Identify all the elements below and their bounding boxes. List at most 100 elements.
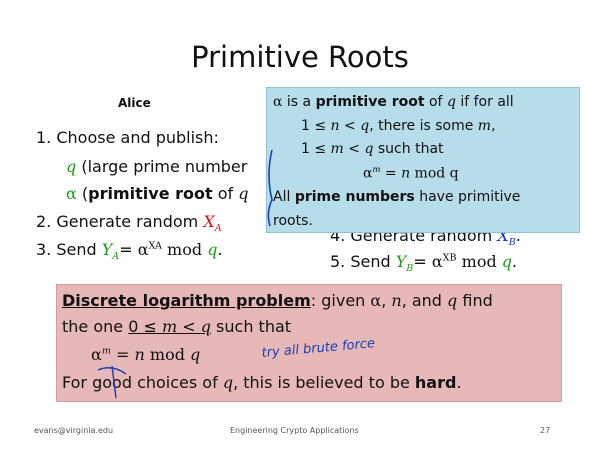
alpha: α (137, 240, 149, 259)
text: : given (310, 291, 371, 310)
text: is a (282, 94, 316, 110)
alpha: α (370, 291, 382, 310)
step-5-text: 5. Send (330, 252, 396, 271)
text: , this is believed to be (233, 373, 415, 392)
callout-equation: αm = n mod q (363, 164, 459, 182)
dlog-line-2: the one 0 ≤ m < q such that (62, 317, 291, 336)
alpha: α (431, 252, 443, 271)
mod: mod (144, 345, 191, 364)
text: < (177, 317, 201, 336)
callout-line-3: 1 ≤ m < q such that (301, 141, 444, 157)
step-2-text: 2. Generate random (36, 212, 204, 231)
step-3: 3. Send YA= αXA mod q. (36, 240, 223, 262)
var-n: n (134, 345, 145, 364)
mod: mod (456, 252, 502, 271)
callout-line-5: All prime numbers have primitive (273, 189, 520, 205)
var-ya: YA (101, 240, 120, 263)
equals: = (110, 345, 135, 364)
callout-line-1: α is a primitive root of q if for all (273, 94, 514, 110)
var-m: m (330, 141, 344, 157)
sub-b: B (508, 237, 516, 249)
var-q: q (238, 184, 249, 203)
discrete-log-box: Discrete logarithm problem: given α, n, … (56, 284, 562, 402)
step-3-text: 3. Send (36, 240, 102, 259)
var-q: q (200, 317, 211, 336)
var-m: m (161, 317, 178, 336)
step-2: 2. Generate random XA (36, 212, 222, 234)
var-x: X (203, 212, 215, 231)
primitive-root-callout: α is a primitive root of q if for all 1 … (266, 87, 580, 233)
sub-a: A (112, 251, 120, 263)
text: , (381, 291, 392, 310)
text: All (273, 189, 295, 205)
alpha: α (91, 345, 102, 364)
var-q: q (190, 345, 201, 364)
sub-a: A (214, 223, 222, 235)
period: . (512, 252, 518, 271)
text: < (343, 141, 365, 157)
primitive-root-bold: primitive root (315, 94, 425, 110)
range-underlined: 0 ≤ m < q (128, 317, 211, 336)
alpha-power: αXB (432, 252, 457, 271)
text: . (456, 373, 462, 392)
dlog-equation: αm = n mod q (91, 345, 200, 364)
primitive-root-bold: primitive root (88, 184, 213, 203)
equals: = (380, 165, 402, 182)
callout-line-2: 1 ≤ n < q, there is some m, (301, 118, 496, 134)
var-q: q (207, 240, 218, 259)
prime-numbers-bold: prime numbers (294, 189, 415, 205)
text: 1 ≤ (301, 141, 331, 157)
text: such that (373, 141, 444, 157)
text: < (339, 118, 361, 134)
var-yb: YB (395, 252, 414, 275)
var-q: q (66, 157, 77, 176)
of-text: of (212, 184, 239, 203)
text: of (424, 94, 447, 110)
mod-q: mod q (410, 165, 459, 182)
alpha: α (363, 165, 373, 182)
step-1: 1. Choose and publish: (36, 128, 219, 147)
text: find (457, 291, 493, 310)
sub-b: B (406, 263, 414, 275)
var-n: n (330, 118, 340, 134)
alpha-power: αXA (138, 240, 162, 259)
period: . (515, 226, 521, 245)
var-xa: XA (203, 212, 222, 235)
step-5: 5. Send YB= αXB mod q. (330, 252, 517, 274)
alice-label: Alice (118, 96, 151, 110)
equals: = (119, 240, 138, 259)
discrete-log-heading: Discrete logarithm problem (62, 291, 311, 310)
var-q: q (501, 252, 513, 271)
paren: ( (76, 184, 89, 203)
step-1-prime-text: (large prime number (76, 157, 248, 176)
var-n: n (391, 291, 402, 310)
text: the one (62, 317, 129, 336)
var-q: q (446, 94, 456, 110)
var-xb: XB (497, 226, 516, 249)
var-y: Y (395, 252, 407, 271)
period: . (217, 240, 223, 259)
text: have primitive (414, 189, 521, 205)
equals: = (413, 252, 432, 271)
hard-bold: hard (414, 373, 457, 392)
var-m: m (477, 118, 492, 134)
exp-xb: XB (442, 252, 457, 264)
text: 0 ≤ (128, 317, 162, 336)
text: , there is some (369, 118, 478, 134)
var-q: q (364, 141, 374, 157)
var-y: Y (101, 240, 113, 259)
text: , and (401, 291, 448, 310)
exp-m: m (372, 164, 381, 174)
text: if for all (455, 94, 514, 110)
dlog-line-1: Discrete logarithm problem: given α, n, … (62, 291, 493, 310)
slide-title: Primitive Roots (191, 40, 409, 74)
dlog-line-4: For good choices of q, this is believed … (62, 373, 462, 392)
var-n: n (401, 165, 411, 182)
footer-page-number: 27 (540, 426, 551, 435)
var-q: q (360, 118, 370, 134)
text: 1 ≤ (301, 118, 331, 134)
callout-line-6: roots. (273, 213, 313, 229)
exp-xa: XA (148, 240, 162, 252)
var-x: X (497, 226, 509, 245)
var-q: q (222, 373, 234, 392)
